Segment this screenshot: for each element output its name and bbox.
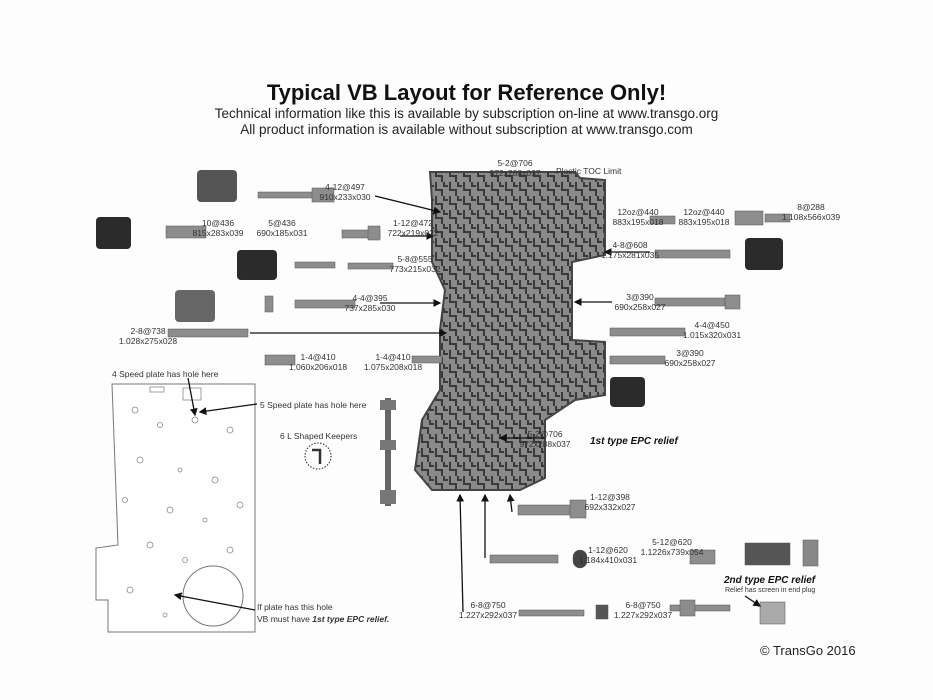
- valve-body: [413, 171, 606, 491]
- page-title: Typical VB Layout for Reference Only!: [266, 80, 667, 105]
- first-epc-relief-note: 1st type EPC relief: [590, 436, 678, 447]
- plate-hole-note-1: If plate has this hole: [257, 602, 333, 612]
- five-speed-note: 5 Speed plate has hole here: [260, 400, 367, 410]
- separator-plate: [95, 383, 256, 633]
- copyright: © TransGo 2016: [760, 643, 856, 658]
- second-epc-relief-note: 2nd type EPC relief: [724, 575, 816, 586]
- subtitle-line-1: Technical information like this is avail…: [214, 106, 719, 121]
- four-speed-note: 4 Speed plate has hole here: [112, 369, 219, 379]
- second-epc-relief-subnote: Relief has screen in end plug: [725, 587, 816, 594]
- plate-hole-note-2: VB must have 1st type EPC relief.: [257, 614, 390, 624]
- plastic-toc-limit-note: Plastic TOC Limit: [556, 166, 622, 176]
- subtitle-line-2: All product information is available wit…: [240, 122, 693, 137]
- keepers-note: 6 L Shaped Keepers: [280, 431, 358, 441]
